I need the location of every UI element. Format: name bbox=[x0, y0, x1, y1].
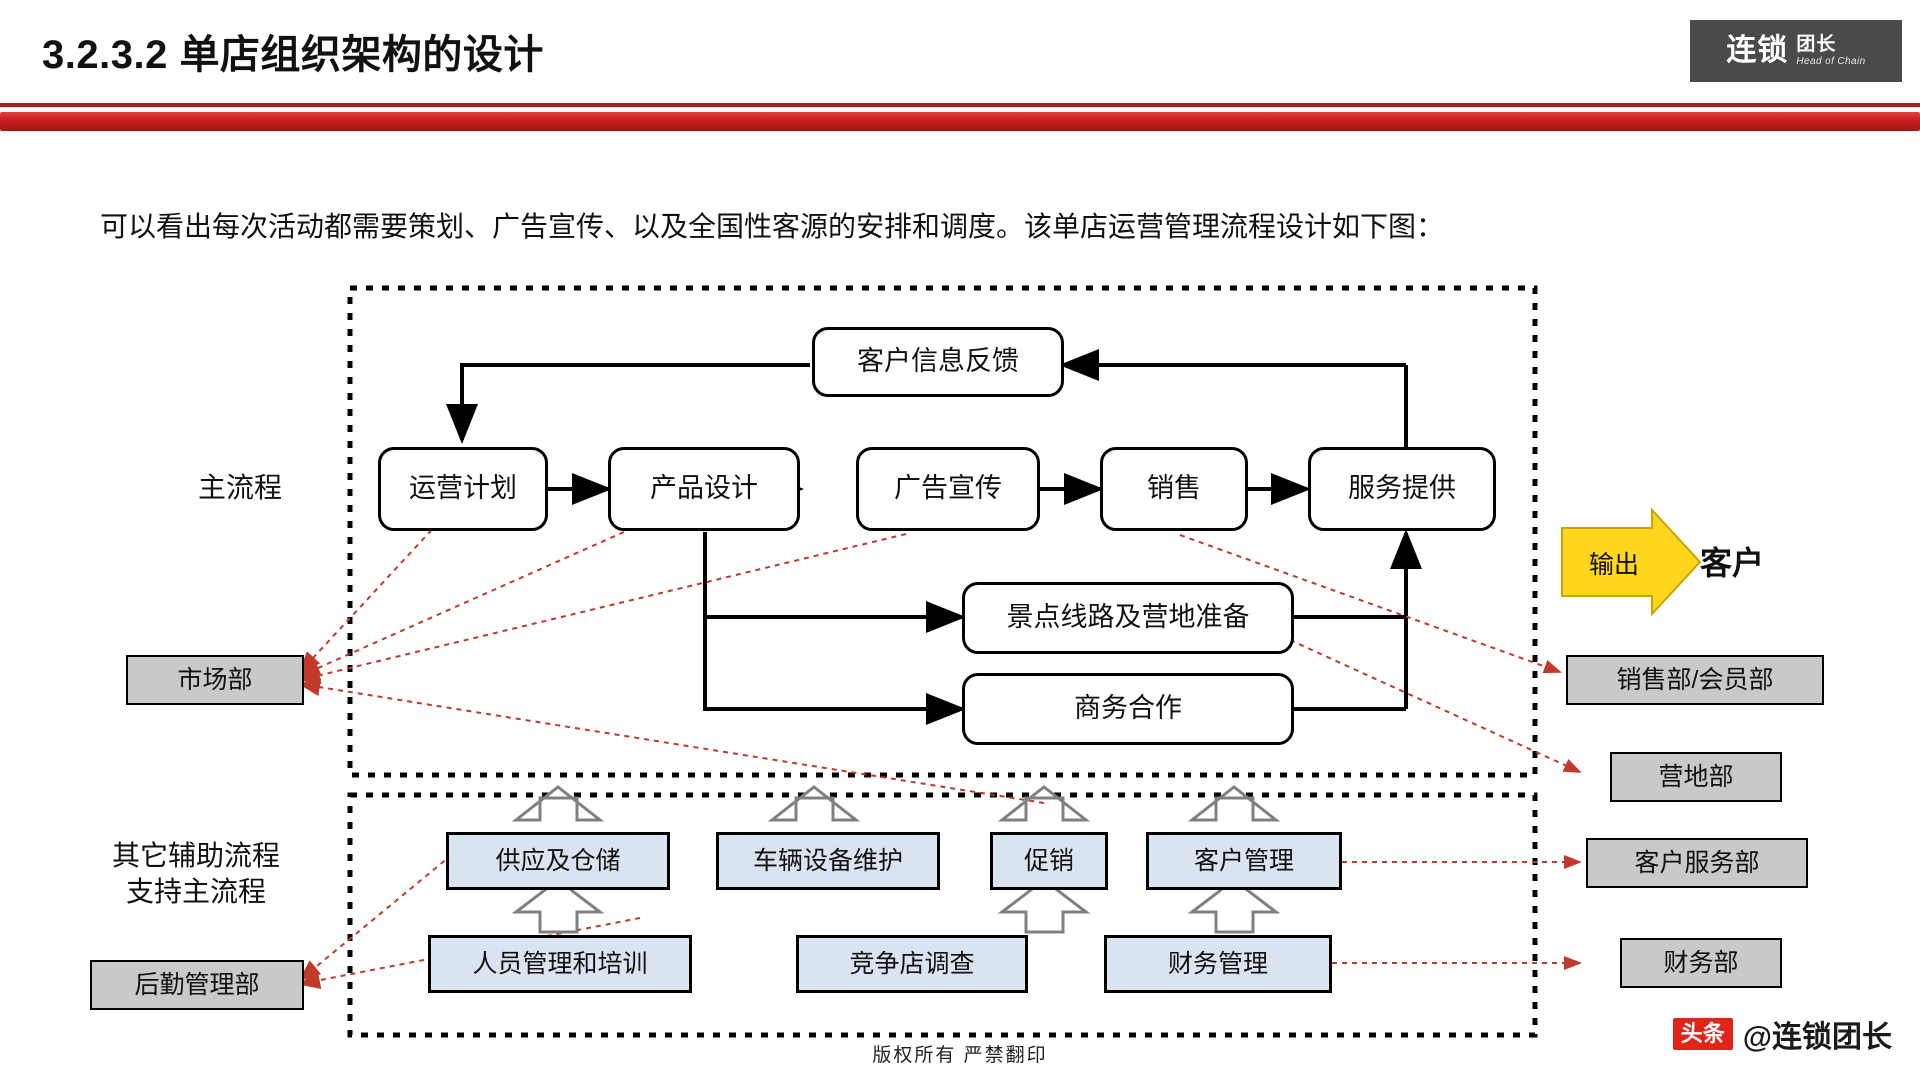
support-vehicle-maintenance[interactable]: 车辆设备维护 bbox=[716, 832, 940, 890]
department-customer-service[interactable]: 客户服务部 bbox=[1586, 838, 1808, 888]
support-process-label: 其它辅助流程 支持主流程 bbox=[66, 838, 326, 911]
node-route-and-camp-prep[interactable]: 景点线路及营地准备 bbox=[962, 582, 1294, 654]
support-staff-training[interactable]: 人员管理和培训 bbox=[428, 935, 692, 993]
department-sales-member[interactable]: 销售部/会员部 bbox=[1566, 655, 1824, 705]
department-logistics[interactable]: 后勤管理部 bbox=[90, 960, 304, 1010]
node-sales[interactable]: 销售 bbox=[1100, 447, 1248, 531]
department-camp[interactable]: 营地部 bbox=[1610, 752, 1782, 802]
header-divider bbox=[0, 103, 1920, 131]
brand-logo: 连锁 团长 Head of Chain bbox=[1690, 20, 1902, 82]
support-process-label-line1: 其它辅助流程 bbox=[111, 840, 280, 871]
node-operation-plan[interactable]: 运营计划 bbox=[378, 447, 548, 531]
node-product-design[interactable]: 产品设计 bbox=[608, 447, 800, 531]
department-marketing[interactable]: 市场部 bbox=[126, 655, 304, 705]
main-process-label: 主流程 bbox=[197, 472, 282, 503]
logo-sub-group: 团长 Head of Chain bbox=[1796, 35, 1865, 67]
watermark-badge: 头条 bbox=[1672, 1017, 1733, 1051]
logo-sub-cn-text: 团长 bbox=[1796, 34, 1837, 55]
support-process-label-line2: 支持主流程 bbox=[125, 876, 266, 908]
support-competitor-survey[interactable]: 竞争店调查 bbox=[796, 935, 1028, 993]
logo-main-text: 连锁 bbox=[1726, 34, 1789, 67]
divider-thick-bar bbox=[0, 112, 1920, 131]
page-title: 3.2.3.2 单店组织架构的设计 bbox=[42, 33, 544, 77]
intro-paragraph: 可以看出每次活动都需要策划、广告宣传、以及全国性客源的安排和调度。该单店运营管理… bbox=[100, 211, 1445, 242]
logo-sub-en-text: Head of Chain bbox=[1796, 56, 1866, 67]
node-business-cooperation[interactable]: 商务合作 bbox=[962, 673, 1294, 745]
watermark-text: @连锁团长 bbox=[1742, 1021, 1892, 1054]
support-promotion[interactable]: 促销 bbox=[990, 832, 1108, 890]
node-service-delivery[interactable]: 服务提供 bbox=[1308, 447, 1496, 531]
node-customer-feedback[interactable]: 客户信息反馈 bbox=[812, 327, 1064, 397]
watermark: 头条 @连锁团长 bbox=[1672, 1012, 1892, 1056]
divider-thin-line bbox=[0, 103, 1920, 107]
node-advertising[interactable]: 广告宣传 bbox=[856, 447, 1040, 531]
copyright-footer: 版权所有 严禁翻印 bbox=[872, 1045, 1048, 1066]
support-customer-management[interactable]: 客户管理 bbox=[1146, 832, 1342, 890]
support-financial-management[interactable]: 财务管理 bbox=[1104, 935, 1332, 993]
customer-label: 客户 bbox=[1700, 545, 1765, 581]
department-finance[interactable]: 财务部 bbox=[1620, 938, 1782, 988]
support-supply-storage[interactable]: 供应及仓储 bbox=[446, 832, 670, 890]
output-arrow-label: 输出 bbox=[1588, 551, 1639, 579]
